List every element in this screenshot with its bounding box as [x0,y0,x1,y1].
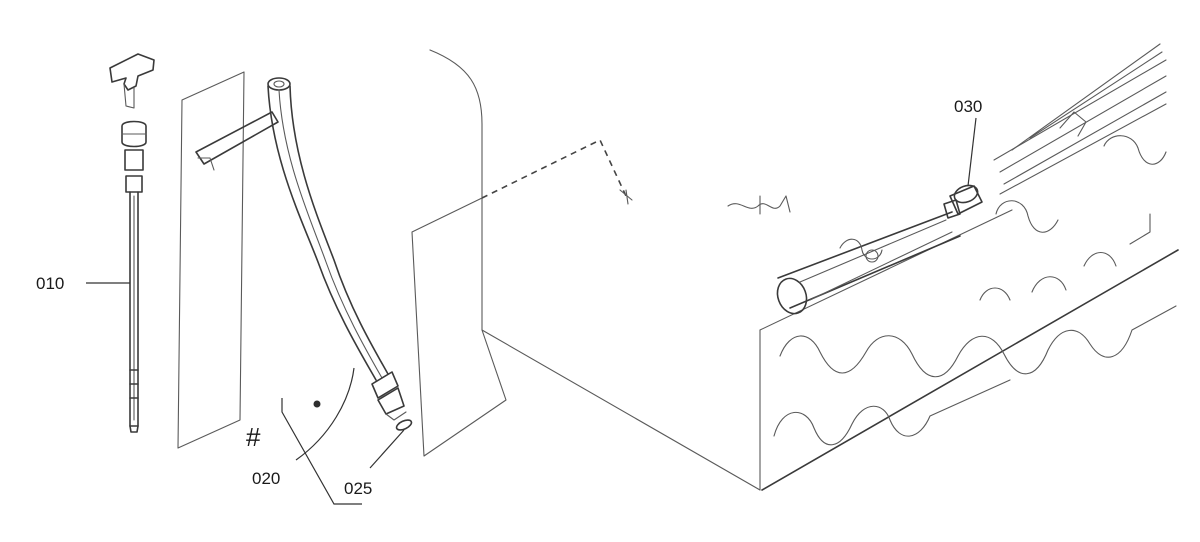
middle-plate-outline [411,49,761,491]
drain-plug-part [943,184,983,219]
reference-dot [313,400,321,408]
callout-010: 010 [36,274,64,293]
callout-020: 020 [252,469,280,488]
leader-lines [86,117,977,505]
dipstick-tube-part [177,71,407,449]
callout-030: 030 [954,97,982,116]
engine-block-outline [727,43,1179,491]
o-ring-part [395,419,413,431]
dipstick-part [109,53,155,433]
callout-025: 025 [344,479,372,498]
hash-marker: # [246,422,261,452]
